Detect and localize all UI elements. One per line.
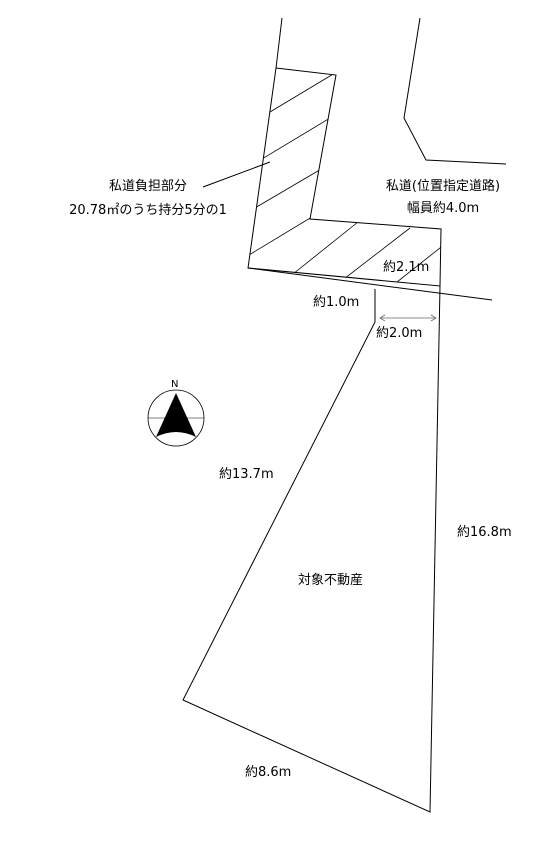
leader-line <box>202 161 271 188</box>
road-boundary-line <box>247 267 493 301</box>
subject-property-label: 対象不動産 <box>298 573 364 588</box>
north-label: N <box>171 379 179 390</box>
private-road-share-label-line1: 私道負担部分 <box>108 179 187 194</box>
dimension-13-7m: 約13.7m <box>219 467 274 482</box>
subject-property-outline <box>182 285 441 813</box>
private-road-share-label-line2: 20.78㎡のうち持分5分の1 <box>69 203 227 218</box>
private-road-label-line1: 私道(位置指定道路) <box>385 179 501 194</box>
road-edge-right <box>403 17 507 165</box>
dimension-2-0m: 約2.0m <box>376 326 423 341</box>
private-road-share-area <box>247 67 442 287</box>
dimension-arrow <box>379 314 437 322</box>
dimension-2-1m: 約2.1m <box>383 260 430 275</box>
road-edge-left-top <box>275 17 283 69</box>
dimension-1-0m: 約1.0m <box>313 295 360 310</box>
north-compass-icon <box>147 389 205 447</box>
dimension-16-8m: 約16.8m <box>457 525 512 540</box>
private-road-label-line2: 幅員約4.0m <box>406 201 480 216</box>
hatching <box>248 69 441 286</box>
dimension-8-6m: 約8.6m <box>245 765 292 780</box>
